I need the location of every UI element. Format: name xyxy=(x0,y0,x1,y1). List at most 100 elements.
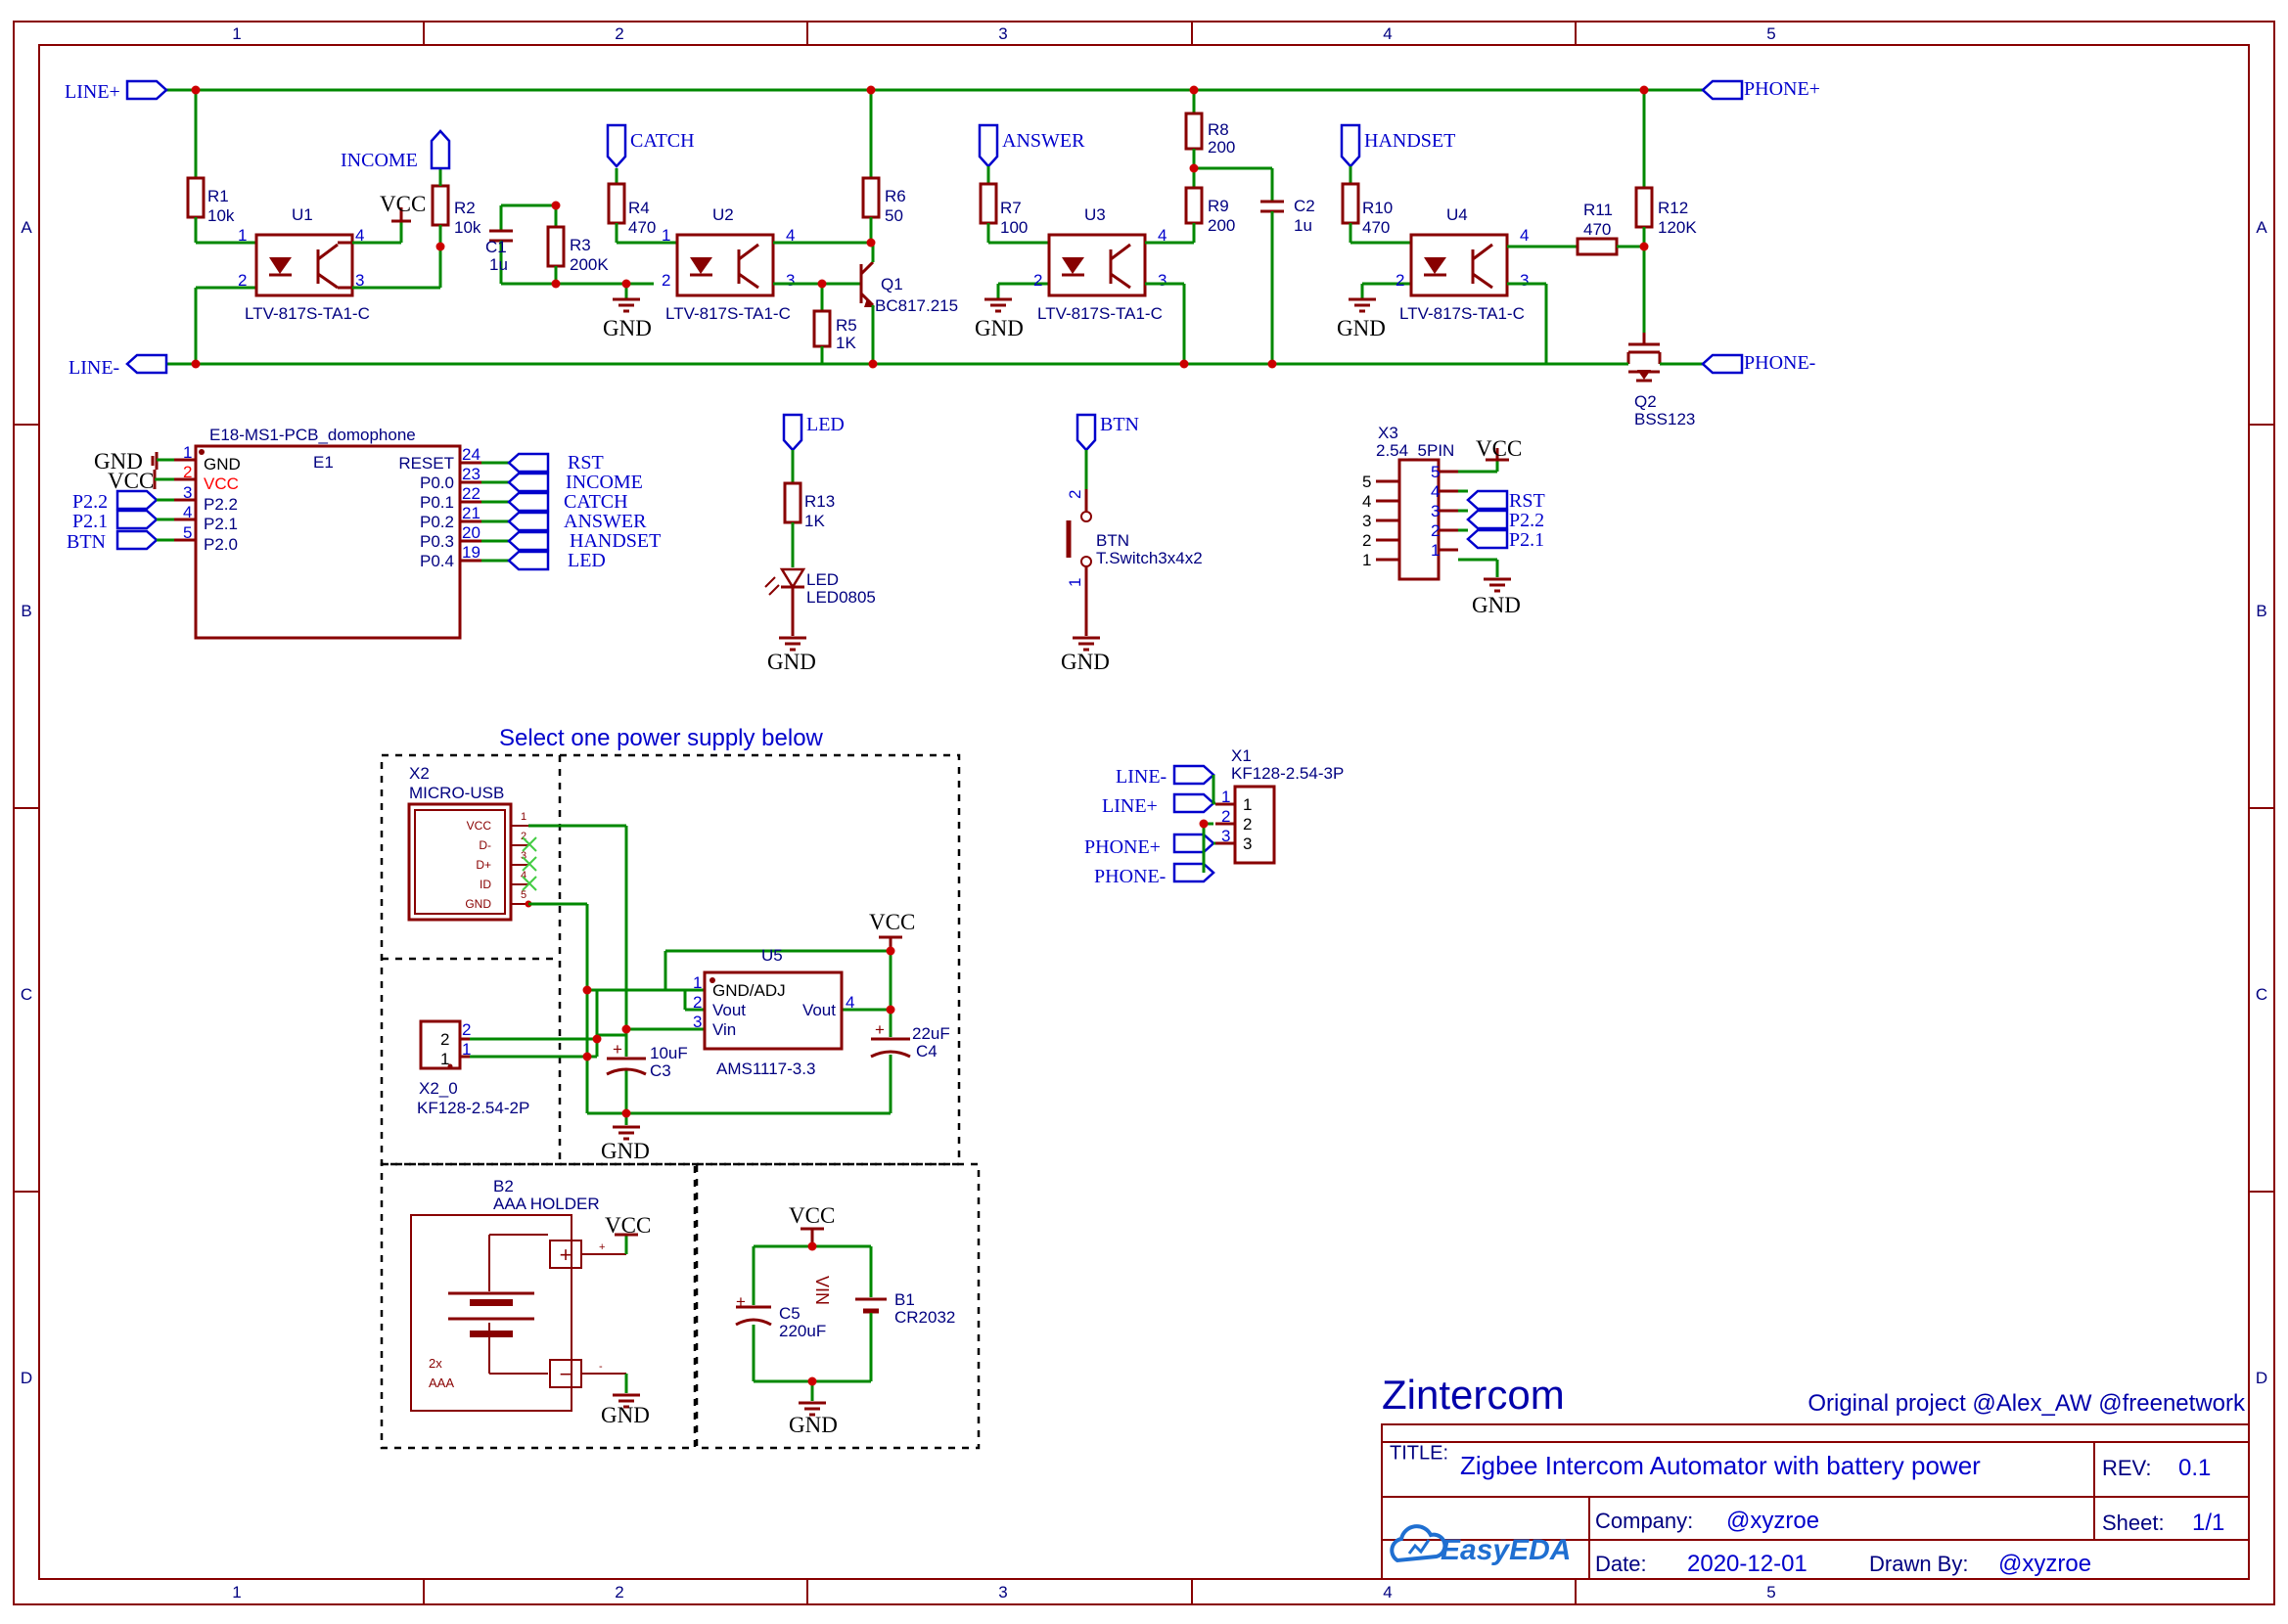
svg-text:3: 3 xyxy=(1221,827,1230,845)
button-circuit: BTN 2 1 BTN T.Switch3x4x2 GND xyxy=(1061,413,1203,674)
x1-net-phone-minus: PHONE- xyxy=(1094,866,1166,887)
gnd-label-btn: GND xyxy=(1061,650,1110,674)
svg-text:1: 1 xyxy=(1066,578,1084,587)
u3-value: LTV-817S-TA1-C xyxy=(1037,304,1163,323)
b2-note-aaa: AAA xyxy=(429,1376,454,1390)
c2-ref: C2 xyxy=(1294,197,1315,215)
junctions-row-a xyxy=(191,85,1649,369)
frame-row-b-right: B xyxy=(2256,602,2266,620)
svg-text:+: + xyxy=(736,1292,746,1311)
e1-left-pin-3-name: P2.2 xyxy=(204,495,238,514)
e1-net-rst: RST xyxy=(568,452,604,474)
title-block: Zintercom Original project @Alex_AW @fre… xyxy=(1381,1372,2250,1580)
q2-ref: Q2 xyxy=(1634,392,1657,411)
x2-pin-dp: D+ xyxy=(476,858,491,872)
r4-value: 470 xyxy=(628,218,656,237)
e1-left-pin-5-name: P2.0 xyxy=(204,535,238,554)
svg-text:2: 2 xyxy=(440,1030,449,1049)
x1-ref: X1 xyxy=(1231,746,1252,765)
port-phone-plus: PHONE+ xyxy=(1701,78,1820,101)
u5-pin-gndadj: GND/ADJ xyxy=(712,981,786,1000)
u5-pin-vin: Vin xyxy=(712,1020,736,1039)
frame-col-2-bottom: 2 xyxy=(615,1583,623,1601)
resistor-r1 xyxy=(186,176,206,219)
header-x3: X3 2.54_5PIN 5 4 3 2 1 5 4 3 2 1 VCC RST… xyxy=(1362,424,1545,617)
port-line-plus: LINE+ xyxy=(65,79,168,103)
r8-value: 200 xyxy=(1208,138,1235,157)
svg-text:3: 3 xyxy=(693,1013,702,1031)
c4-value: 22uF xyxy=(912,1024,950,1043)
q1-ref: Q1 xyxy=(881,275,903,293)
e1-left-pin-5-num: 5 xyxy=(183,523,192,542)
u4-value: LTV-817S-TA1-C xyxy=(1399,304,1525,323)
frame-col-5-top: 5 xyxy=(1766,24,1775,43)
r3-value: 200K xyxy=(570,255,609,274)
e1-net-gnd: GND xyxy=(94,449,143,474)
optocoupler-u2 xyxy=(675,233,775,297)
resistor-r4 xyxy=(607,182,626,225)
e1-right-pin-24-name: RESET xyxy=(398,454,454,473)
u2-value: LTV-817S-TA1-C xyxy=(665,304,791,323)
svg-text:2: 2 xyxy=(521,831,526,842)
q2-value: BSS123 xyxy=(1634,410,1695,429)
e1-right-pin-23-name: P0.0 xyxy=(420,474,454,492)
x1-value: KF128-2.54-3P xyxy=(1231,764,1344,783)
sheet-label: Sheet: xyxy=(2102,1511,2165,1535)
resistor-r10 xyxy=(1341,182,1360,225)
svg-text:1: 1 xyxy=(662,226,670,245)
e1-right-pin-24-num: 24 xyxy=(462,445,480,464)
frame-row-b-left: B xyxy=(21,602,31,620)
u2-section: C1 1u R3 200K CATCH R4 470 U2 LTV-817S-T… xyxy=(485,90,958,364)
u1-ref: U1 xyxy=(292,205,313,224)
svg-text:+: + xyxy=(613,1040,622,1059)
company-label: Company: xyxy=(1595,1509,1693,1533)
x2-ref: X2 xyxy=(409,764,430,783)
b2-gnd-label: GND xyxy=(601,1403,650,1427)
b2-vcc-label: VCC xyxy=(605,1213,651,1238)
svg-text:+: + xyxy=(560,1242,572,1267)
frame-col-4-bottom: 4 xyxy=(1383,1583,1392,1601)
e1-right-pin-19-name: P0.4 xyxy=(420,552,454,570)
net-label-phone-plus: PHONE+ xyxy=(1744,78,1820,100)
frame-row-a-right: A xyxy=(2256,218,2267,237)
svg-text:5: 5 xyxy=(521,889,526,901)
q1-value: BC817.215 xyxy=(875,296,958,315)
led-circuit: LED R13 1K LED LED0805 GND xyxy=(764,413,876,674)
r2-value: 10k xyxy=(454,218,481,237)
e1-net-income: INCOME xyxy=(566,472,643,493)
easyeda-logo: EasyEDA xyxy=(1390,1524,1571,1566)
port-line-minus: LINE- xyxy=(69,353,168,379)
e1-right-pin-23-num: 23 xyxy=(462,465,480,483)
x2-0-ref: X2_0 xyxy=(419,1079,458,1098)
resistor-r3 xyxy=(546,225,566,268)
x2-pin-id: ID xyxy=(480,878,491,891)
resistor-r5 xyxy=(812,309,832,348)
u5-value: AMS1117-3.3 xyxy=(716,1060,815,1078)
e1-right-pin-20-name: P0.3 xyxy=(420,532,454,551)
x1-net-line-minus: LINE- xyxy=(1116,766,1167,788)
resistor-r12 xyxy=(1634,186,1654,229)
c5-ref: C5 xyxy=(779,1304,801,1323)
led-ref: LED xyxy=(806,570,839,589)
u5-vcc-label: VCC xyxy=(869,910,915,934)
drawn-label: Drawn By: xyxy=(1869,1552,1968,1576)
resistor-r11 xyxy=(1576,237,1619,256)
svg-text:2: 2 xyxy=(1221,807,1230,826)
net-label-answer: ANSWER xyxy=(1002,130,1085,152)
b1-vin-label: VIN xyxy=(812,1276,832,1305)
svg-text:2: 2 xyxy=(693,993,702,1012)
resistor-r8 xyxy=(1184,112,1204,151)
e1-right-pin-22-num: 22 xyxy=(462,484,480,503)
resistor-r2 xyxy=(431,184,450,227)
u3-section: ANSWER R7 100 U3 LTV-817S-TA1-C 2 4 3 R8… xyxy=(978,90,1315,364)
x3-pin-label-2: 2 xyxy=(1362,531,1371,550)
x3-ref: X3 xyxy=(1378,424,1398,442)
x2-value: MICRO-USB xyxy=(409,784,504,802)
e1-left-pin-4-num: 4 xyxy=(183,503,192,521)
frame-col-3-top: 3 xyxy=(998,24,1007,43)
date-value: 2020-12-01 xyxy=(1687,1551,1808,1577)
r6-ref: R6 xyxy=(885,187,906,205)
rev-label: REV: xyxy=(2102,1456,2152,1480)
r8-ref: R8 xyxy=(1208,120,1229,139)
